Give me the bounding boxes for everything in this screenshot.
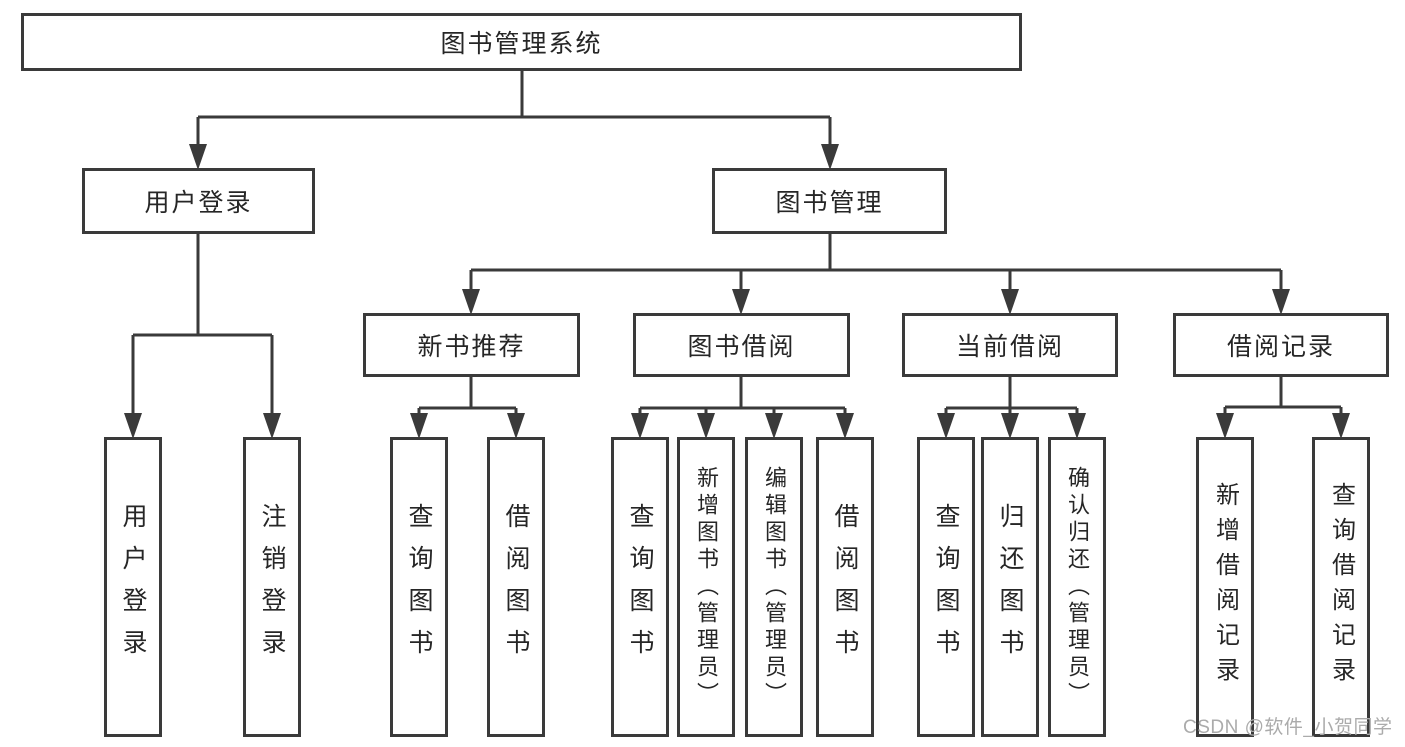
leaf-label: 查询图书 [405, 503, 433, 671]
leaf-add-borrow-record: 新增借阅记录 [1196, 437, 1254, 737]
leaf-logout: 注销登录 [243, 437, 301, 737]
leaf-label: 借阅图书 [502, 503, 530, 671]
leaf-label: 新增借阅记录 [1211, 482, 1239, 692]
node-label: 当前借阅 [955, 333, 1064, 361]
leaf-query-borrow-record: 查询借阅记录 [1312, 437, 1370, 737]
node-label: 图书管理 [775, 189, 884, 217]
leaf-confirm-return-admin: 确认归还（管理员） [1048, 437, 1106, 737]
node-label: 新书推荐 [417, 333, 526, 361]
watermark: CSDN @软件_小贺同学 [1183, 717, 1393, 738]
node-label: 用户登录 [144, 189, 253, 217]
leaf-label: 借阅图书 [831, 503, 859, 671]
leaf-borrow-books-borrowing: 借阅图书 [816, 437, 874, 737]
leaf-query-books-recommend: 查询图书 [390, 437, 448, 737]
node-user-login: 用户登录 [82, 168, 315, 234]
leaf-label: 编辑图书（管理员） [762, 465, 787, 709]
node-label: 图书管理系统 [440, 30, 603, 58]
leaf-label: 新增图书（管理员） [694, 465, 719, 709]
leaf-label: 查询图书 [626, 503, 654, 671]
leaf-label: 用户登录 [119, 503, 147, 671]
leaf-return-book: 归还图书 [981, 437, 1039, 737]
leaf-borrow-books-recommend: 借阅图书 [487, 437, 545, 737]
arrowheads [124, 144, 1350, 439]
node-book-management: 图书管理 [712, 168, 947, 234]
node-new-book-recommend: 新书推荐 [363, 313, 580, 377]
node-book-borrowing: 图书借阅 [633, 313, 850, 377]
leaf-label: 查询图书 [932, 503, 960, 671]
leaf-add-book-admin: 新增图书（管理员） [677, 437, 735, 737]
leaf-label: 确认归还（管理员） [1065, 465, 1090, 709]
leaf-label: 归还图书 [996, 503, 1024, 671]
leaf-label: 注销登录 [258, 503, 286, 671]
leaf-query-books-current: 查询图书 [917, 437, 975, 737]
leaf-query-books-borrowing: 查询图书 [611, 437, 669, 737]
leaf-edit-book-admin: 编辑图书（管理员） [745, 437, 803, 737]
node-library-management-system: 图书管理系统 [21, 13, 1022, 71]
leaf-label: 查询借阅记录 [1327, 482, 1355, 692]
connector-lines [131, 71, 1343, 413]
node-borrowing-records: 借阅记录 [1173, 313, 1389, 377]
node-current-borrowing: 当前借阅 [902, 313, 1118, 377]
leaf-user-login: 用户登录 [104, 437, 162, 737]
node-label: 借阅记录 [1226, 333, 1335, 361]
node-label: 图书借阅 [687, 333, 796, 361]
